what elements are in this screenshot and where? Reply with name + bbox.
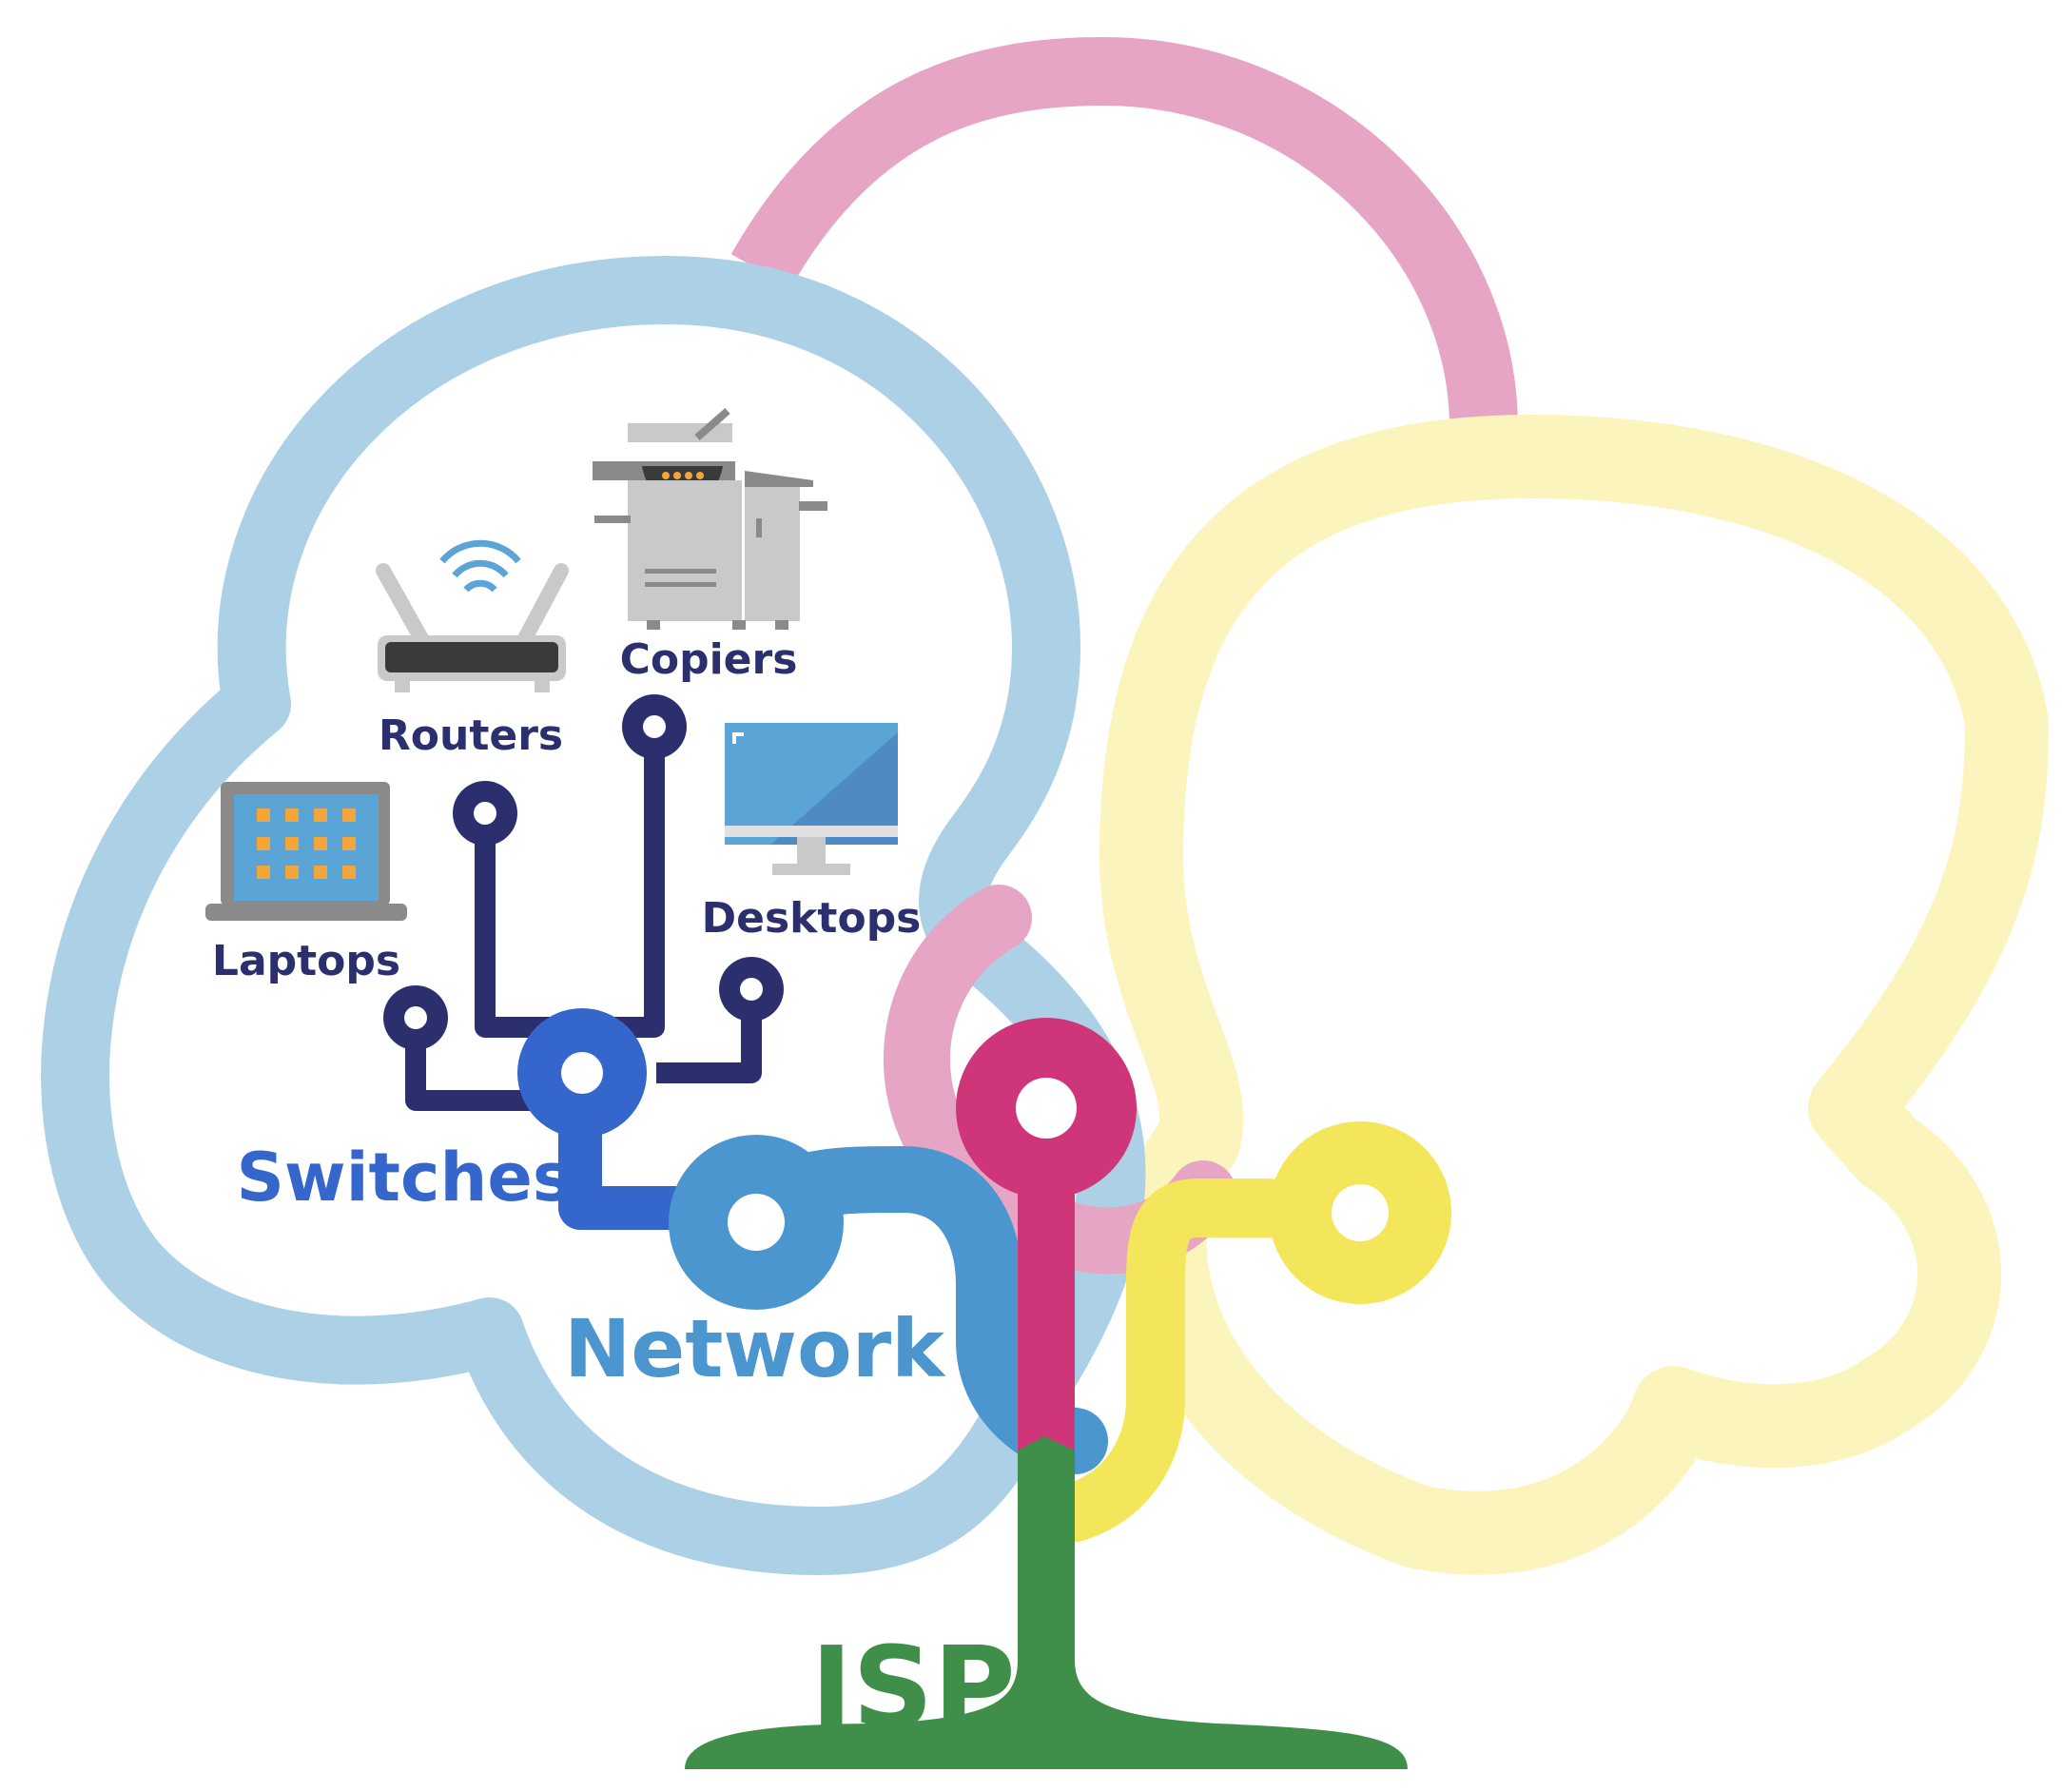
router-icon [376,539,569,692]
copier-icon [593,407,827,630]
copiers-label: Copiers [620,635,798,684]
desktop-icon [725,723,898,875]
routers-label: Routers [379,711,563,760]
isp-trunk [685,1436,1408,1769]
switches-label: Switches [236,1139,572,1217]
network-label: Network [564,1302,946,1395]
desktops-label: Desktops [702,894,922,943]
isp-label: ISP [810,1622,1015,1753]
laptop-icon [205,782,407,921]
blue-cloud [41,256,1146,1575]
laptops-label: Laptops [212,937,400,985]
yellow-cloud [1099,415,2049,1575]
device-circuit-nodes [383,694,784,1050]
pink-cloud-arc [730,36,1518,429]
